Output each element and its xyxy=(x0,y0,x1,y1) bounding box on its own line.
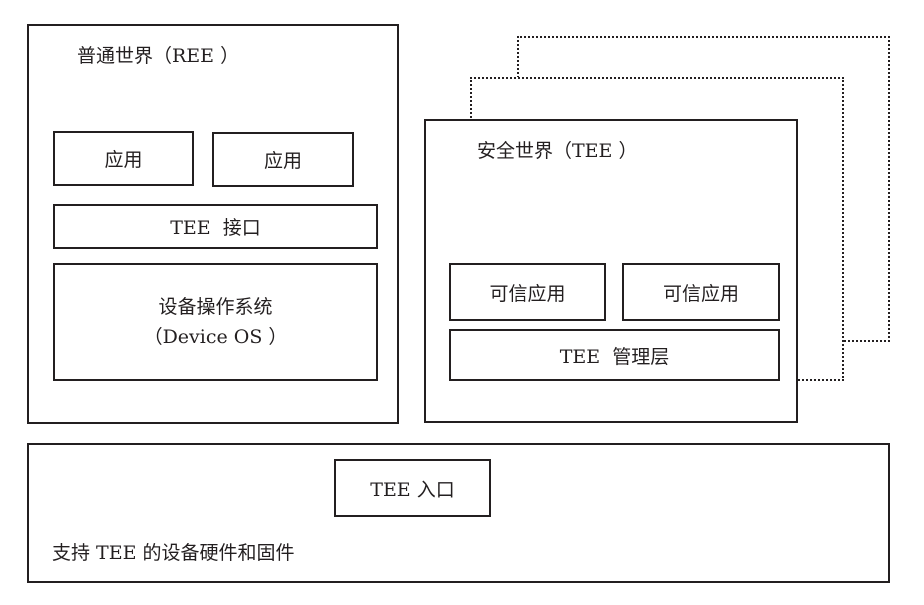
hardware-caption: 支持 TEE 的设备硬件和固件 xyxy=(52,542,295,564)
tee-management-layer-label: TEE 管理层 xyxy=(559,345,670,368)
device-os-label: 设备操作系统 xyxy=(158,295,273,318)
ree-app-2: 应用 xyxy=(212,132,354,187)
tee-interface-label: TEE 接口 xyxy=(170,217,261,239)
trusted-app-1: 可信应用 xyxy=(449,263,606,321)
device-os-sublabel: （Device OS ） xyxy=(143,326,288,348)
trusted-app-2-label: 可信应用 xyxy=(662,282,739,305)
tee-entry: TEE 入口 xyxy=(334,459,491,517)
trusted-app-1-label: 可信应用 xyxy=(489,282,566,305)
device-os: 设备操作系统 （Device OS ） xyxy=(53,263,378,381)
ree-title: 普通世界（REE ） xyxy=(77,45,240,67)
ree-app-1: 应用 xyxy=(53,131,194,186)
tee-management-layer: TEE 管理层 xyxy=(449,329,780,381)
tee-entry-label: TEE 入口 xyxy=(370,478,455,501)
tee-interface: TEE 接口 xyxy=(53,204,378,249)
tee-title: 安全世界（TEE ） xyxy=(477,140,638,162)
trusted-app-2: 可信应用 xyxy=(622,263,780,321)
ree-app-1-label: 应用 xyxy=(104,149,143,171)
ree-app-2-label: 应用 xyxy=(263,150,302,172)
